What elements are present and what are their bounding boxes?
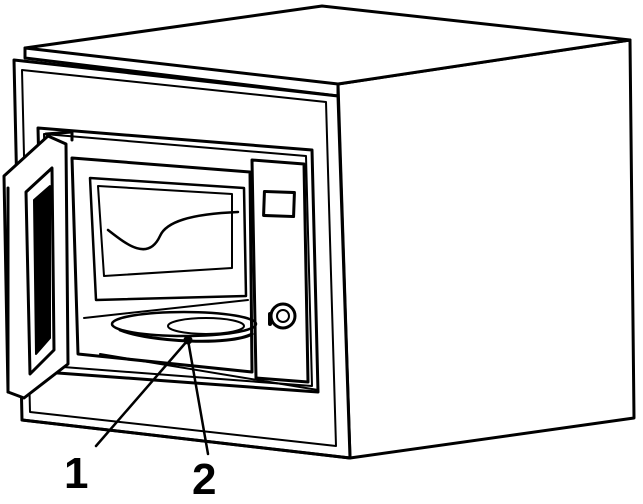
cabinet-top-panel	[23, 4, 632, 86]
oven-cavity-back	[88, 176, 248, 302]
callout-label-2: 2	[192, 455, 217, 504]
cavity-floor-edge	[83, 299, 249, 319]
cabinet-bottom-strip	[99, 353, 319, 391]
cavity-wall-shadow	[97, 185, 233, 277]
door-inner-frame	[24, 166, 56, 376]
callout-point	[183, 335, 193, 345]
turntable-ring	[167, 317, 245, 335]
door-window	[33, 185, 51, 355]
control-knob	[269, 302, 297, 330]
door-hinge-top	[44, 130, 74, 142]
display-window	[262, 189, 296, 219]
callout-line-1	[94, 338, 190, 448]
cavity-cover-plate	[106, 210, 240, 251]
cabinet-top-trim	[23, 46, 340, 98]
callout-label-1: 1	[64, 449, 89, 498]
cabinet-base-trim	[20, 418, 352, 460]
turntable-glass-tray	[110, 310, 258, 338]
callout-line-2	[186, 338, 210, 456]
cabinet-side-panel	[336, 38, 636, 460]
control-knob-center	[276, 309, 290, 323]
